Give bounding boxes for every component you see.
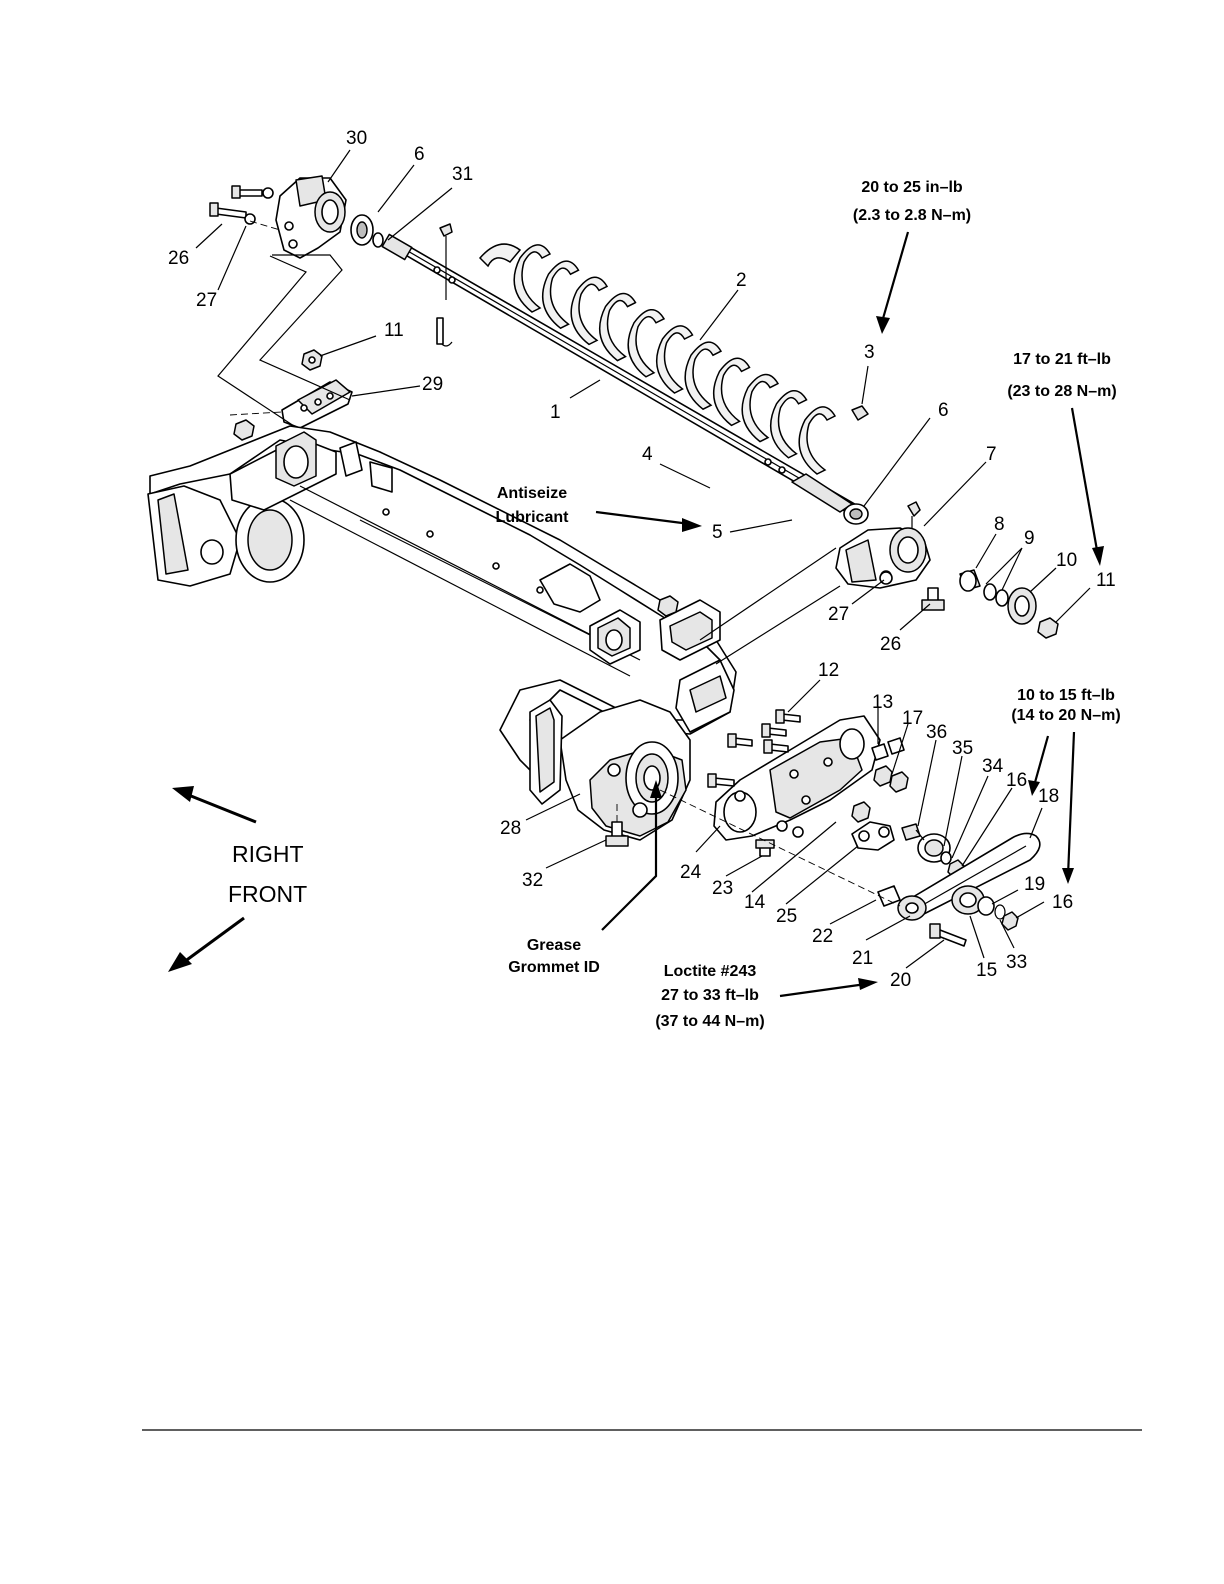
- callout-3: 3: [864, 342, 875, 363]
- callout-28: 28: [500, 818, 521, 839]
- callout-30: 30: [346, 128, 367, 149]
- torque-set-screw-line2: (2.3 to 2.8 N–m): [853, 207, 971, 224]
- grease-line1: Grease: [527, 937, 581, 954]
- right-bushing: [960, 570, 980, 591]
- pulley-bolt: [930, 924, 966, 946]
- loctite-line3: (37 to 44 N–m): [655, 1013, 764, 1030]
- callout-31: 31: [452, 164, 473, 185]
- callout-26-right: 26: [880, 634, 901, 655]
- callout-36: 36: [926, 722, 947, 743]
- pulley-bushing: [878, 886, 900, 906]
- drive-plate: [714, 716, 880, 840]
- antiseize-line2: Lubricant: [496, 509, 570, 526]
- callout-19: 19: [1024, 874, 1045, 895]
- idler-pulley: [898, 896, 926, 920]
- direction-front-label: FRONT: [228, 881, 307, 907]
- callout-13: 13: [872, 692, 893, 713]
- torque-bearing-nut-line2: (23 to 28 N–m): [1007, 383, 1116, 400]
- direction-right-label: RIGHT: [232, 841, 304, 867]
- callout-7: 7: [986, 444, 997, 465]
- sprocket: [1008, 588, 1036, 624]
- left-bolts: [210, 186, 280, 230]
- frame-nut: [658, 596, 678, 616]
- callout-18: 18: [1038, 786, 1059, 807]
- callout-26: 26: [168, 248, 189, 269]
- left-bearing-housing: [276, 176, 346, 258]
- callout-29: 29: [422, 374, 443, 395]
- spring-washer: [941, 852, 951, 864]
- loctite-line2: 27 to 33 ft–lb: [661, 987, 759, 1004]
- callout-33: 33: [1006, 952, 1027, 973]
- auger-shaft: [382, 234, 858, 514]
- callout-24: 24: [680, 862, 702, 883]
- callout-12: 12: [818, 660, 839, 681]
- antiseize-line1: Antiseize: [497, 485, 567, 502]
- right-seal: [844, 504, 868, 524]
- callout-17: 17: [902, 708, 923, 729]
- direction-labels: RIGHT FRONT: [228, 841, 307, 907]
- callout-20: 20: [890, 970, 911, 991]
- callout-6: 6: [414, 144, 425, 165]
- callout-10: 10: [1056, 550, 1077, 571]
- callout-11-right: 11: [1096, 570, 1116, 591]
- callout-1: 1: [550, 402, 561, 423]
- pulley-bearing: [978, 897, 994, 915]
- support-bracket: [282, 380, 352, 428]
- bracket-nut-bottom: [234, 420, 254, 440]
- callout-34: 34: [982, 756, 1004, 777]
- right-nut: [1038, 618, 1058, 638]
- callout-8: 8: [994, 514, 1005, 535]
- callout-11: 11: [384, 320, 404, 341]
- callout-14: 14: [744, 892, 766, 913]
- torque-idler-line1: 10 to 15 ft–lb: [1017, 687, 1115, 704]
- callout-2: 2: [736, 270, 747, 291]
- callout-27-right: 27: [828, 604, 849, 625]
- right-bolt: [922, 588, 944, 610]
- callout-16: 16: [1006, 770, 1027, 791]
- idler-arm: [852, 822, 894, 850]
- callout-22: 22: [812, 926, 833, 947]
- set-screw: [852, 406, 868, 420]
- callout-21: 21: [852, 948, 873, 969]
- left-collar: [373, 233, 383, 247]
- torque-set-screw-line1: 20 to 25 in–lb: [861, 179, 963, 196]
- auger-flighting: [480, 244, 835, 474]
- callout-4: 4: [642, 444, 653, 465]
- callout-23: 23: [712, 878, 733, 899]
- callout-9: 9: [1024, 528, 1035, 549]
- callout-35: 35: [952, 738, 973, 759]
- gearbox-housing: [530, 700, 690, 840]
- torque-bearing-nut-line1: 17 to 21 ft–lb: [1013, 351, 1111, 368]
- direction-arrows: [168, 786, 256, 972]
- callout-25: 25: [776, 906, 797, 927]
- left-bearing: [351, 215, 373, 245]
- callout-16-lower: 16: [1052, 892, 1073, 913]
- grease-line2: Grommet ID: [508, 959, 600, 976]
- callout-6-right: 6: [938, 400, 949, 421]
- callout-32: 32: [522, 870, 543, 891]
- callout-15: 15: [976, 960, 997, 981]
- hook-pin: [437, 224, 452, 346]
- leader-lines: [196, 150, 1090, 968]
- right-washers: [984, 584, 1008, 606]
- callout-27: 27: [196, 290, 217, 311]
- loctite-line1: Loctite #243: [664, 963, 757, 980]
- callout-5: 5: [712, 522, 723, 543]
- torque-idler-line2: (14 to 20 N–m): [1011, 707, 1120, 724]
- bracket-nut-top: [302, 350, 322, 370]
- auger-flight: [799, 407, 835, 474]
